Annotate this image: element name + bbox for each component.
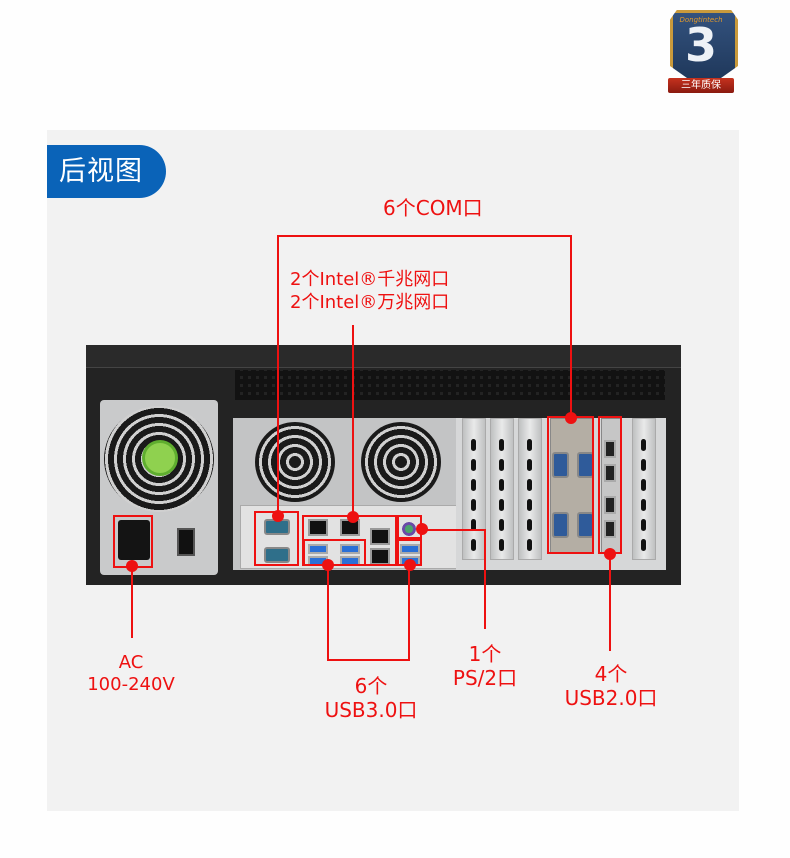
ps2-port xyxy=(402,522,416,536)
lan-port xyxy=(308,519,328,536)
com-callout-line xyxy=(277,235,572,237)
callout-dot xyxy=(272,510,284,522)
lan-10g-label: 2个Intel®万兆网口 xyxy=(290,292,450,313)
com-port xyxy=(264,547,290,563)
callout-dot xyxy=(347,511,359,523)
usb3-port xyxy=(340,544,360,554)
power-switch xyxy=(177,528,195,556)
usb3-port xyxy=(400,544,420,554)
com-label: 6个COM口 xyxy=(383,196,483,220)
com-port xyxy=(552,512,569,538)
ps2-type: PS/2口 xyxy=(452,666,518,690)
usb2-callout-line xyxy=(609,554,611,651)
callout-dot xyxy=(404,559,416,571)
usb2-highlight xyxy=(598,416,622,554)
chassis-top-strip xyxy=(86,345,681,368)
lan-1g-label: 2个Intel®千兆网口 xyxy=(290,269,450,290)
badge-ribbon: 三年质保 xyxy=(668,78,734,93)
case-fan-icon xyxy=(361,422,441,502)
expansion-slot xyxy=(462,418,486,560)
usb3-port xyxy=(308,544,328,554)
callout-dot xyxy=(565,412,577,424)
usb2-type: USB2.0口 xyxy=(564,686,658,710)
ps2-label: 1个 PS/2口 xyxy=(444,642,526,690)
com-callout-line xyxy=(277,235,279,515)
usb3-highlight xyxy=(303,539,366,566)
com-port xyxy=(552,452,569,478)
ac-voltage: 100-240V xyxy=(87,674,175,695)
ac-power-socket xyxy=(118,520,150,560)
usb2-port xyxy=(604,440,616,458)
usb3-type: USB3.0口 xyxy=(324,698,418,722)
expansion-slot xyxy=(518,418,542,560)
vent-grille xyxy=(235,370,665,400)
ac-label: AC 100-240V xyxy=(80,652,182,696)
lan-port xyxy=(370,528,390,545)
ac-title: AC xyxy=(118,652,144,673)
case-fan-icon xyxy=(255,422,335,502)
usb3-count: 6个 xyxy=(354,674,388,698)
expansion-slot xyxy=(490,418,514,560)
lan-callout-line xyxy=(352,325,354,518)
ps2-callout-line xyxy=(484,529,486,629)
psu-fan-hub xyxy=(142,440,178,476)
usb2-port xyxy=(604,496,616,514)
expansion-slot xyxy=(632,418,656,560)
usb3-callout-line xyxy=(408,565,410,661)
usb2-label: 4个 USB2.0口 xyxy=(556,662,666,710)
usb2-count: 4个 xyxy=(594,662,628,686)
usb3-callout-line xyxy=(327,565,329,661)
usb3-label: 6个 USB3.0口 xyxy=(318,674,424,722)
warranty-badge: Dongtintech 3 三年质保 xyxy=(664,6,738,98)
usb2-port xyxy=(604,520,616,538)
lan-label: 2个Intel®千兆网口 2个Intel®万兆网口 xyxy=(290,268,449,314)
power-supply xyxy=(100,400,218,575)
badge-number: 3 xyxy=(684,18,717,72)
usb3-callout-line xyxy=(327,659,410,661)
com-callout-line xyxy=(570,235,572,418)
usb2-port xyxy=(604,464,616,482)
badge-brand: Dongtintech xyxy=(679,16,723,24)
com-card-highlight xyxy=(547,416,594,554)
ps2-count: 1个 xyxy=(468,642,502,666)
ps2-callout-line xyxy=(422,529,486,531)
ac-callout-line xyxy=(131,566,133,638)
section-title-tab: 后视图 xyxy=(47,145,166,198)
